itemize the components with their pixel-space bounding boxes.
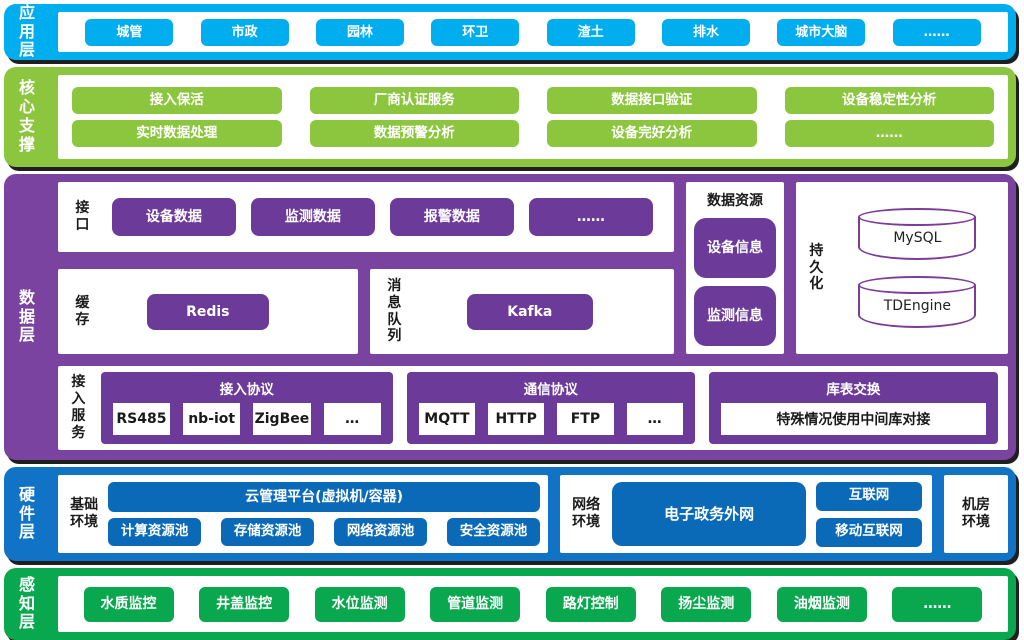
message-queue-label: 消息队列 <box>387 277 402 345</box>
network-pool-box: 网络资源池 <box>334 518 428 546</box>
hardware-layer-label: 硬件层 <box>18 484 35 542</box>
core-support-layer-label: 核心支撑 <box>18 78 35 154</box>
network-env-panel: 网络环境 电子政务外网 互联网 移动互联网 <box>560 475 932 553</box>
mysql-label: MySQL <box>893 230 942 246</box>
access-protocol-title: 接入协议 <box>219 382 274 398</box>
perception-layer-label: 感知层 <box>18 574 35 632</box>
core-item-vendor-auth: 厂商认证服务 <box>309 87 519 114</box>
persistence-panel: 持久化 MySQL TDEngine <box>796 182 1008 354</box>
core-item-keepalive: 接入保活 <box>72 87 282 114</box>
core-row-1: 接入保活 厂商认证服务 数据接口验证 设备稳定性分析 <box>72 87 994 114</box>
redis-box: Redis <box>146 293 269 330</box>
protocol-nbiot: nb-iot <box>183 403 241 435</box>
storage-pool-box: 存储资源池 <box>221 518 315 546</box>
table-exchange-title: 库表交换 <box>826 382 881 398</box>
application-layer-band: 应用层 城管 市政 园林 环卫 渣土 排水 城市大脑 …… <box>4 2 1016 60</box>
perception-item-manhole: 井盖监控 <box>199 586 290 622</box>
tdengine-label: TDEngine <box>883 298 952 314</box>
app-item-paishui: 排水 <box>661 18 750 46</box>
core-support-panel: 接入保活 厂商认证服务 数据接口验证 设备稳定性分析 实时数据处理 数据预警分析… <box>58 75 1008 159</box>
core-item-warning-analysis: 数据预警分析 <box>309 120 519 147</box>
perception-item-water-quality: 水质监控 <box>83 586 174 622</box>
perception-item-streetlight: 路灯控制 <box>545 586 636 622</box>
app-item-huanwei: 环卫 <box>431 18 520 46</box>
app-item-chengguan: 城管 <box>85 18 174 46</box>
core-row-2: 实时数据处理 数据预警分析 设备完好分析 …… <box>72 120 994 147</box>
data-resource-title: 数据资源 <box>707 193 763 209</box>
app-item-more: …… <box>892 18 981 46</box>
protocol-http: HTTP <box>488 403 545 435</box>
tdengine-database-cylinder-icon: TDEngine <box>858 276 977 328</box>
interface-label: 接口 <box>75 200 90 233</box>
interface-item-monitor-data: 监测数据 <box>250 198 375 236</box>
access-service-label: 接入服务 <box>71 374 86 441</box>
core-item-health-analysis: 设备完好分析 <box>547 120 757 147</box>
hardware-layer-band: 硬件层 基础环境 云管理平台(虚拟机/容器) 计算资源池 存储资源池 网络资源池… <box>4 467 1016 561</box>
internet-box: 互联网 <box>816 481 922 511</box>
protocol-ftp: FTP <box>557 403 614 435</box>
core-item-api-verify: 数据接口验证 <box>547 87 757 114</box>
core-item-realtime-processing: 实时数据处理 <box>72 120 282 147</box>
perception-layer-band: 感知层 水质监控 井盖监控 水位监测 管道监测 路灯控制 扬尘监测 油烟监测 …… <box>4 568 1016 640</box>
cache-label: 缓存 <box>75 294 90 328</box>
kafka-box: Kafka <box>466 293 593 330</box>
base-env-panel: 基础环境 云管理平台(虚拟机/容器) 计算资源池 存储资源池 网络资源池 安全资… <box>58 475 548 553</box>
comm-protocol-group: 通信协议 MQTT HTTP FTP … <box>406 372 695 444</box>
protocol-mqtt: MQTT <box>418 403 476 435</box>
interface-item-more: …… <box>528 198 653 236</box>
protocol-zigbee: ZigBee <box>253 403 311 435</box>
data-layer-band: 数据层 接口 设备数据 监测数据 报警数据 …… <box>4 174 1016 460</box>
perception-item-dust: 扬尘监测 <box>661 586 752 622</box>
gov-extranet-box: 电子政务外网 <box>612 482 806 546</box>
core-support-layer-band: 核心支撑 接入保活 厂商认证服务 数据接口验证 设备稳定性分析 实时数据处理 数… <box>4 67 1016 167</box>
core-item-stability-analysis: 设备稳定性分析 <box>784 87 994 114</box>
app-item-city-brain: 城市大脑 <box>777 18 866 46</box>
message-queue-panel: 消息队列 Kafka <box>370 269 674 354</box>
core-item-more: …… <box>784 120 994 147</box>
compute-pool-box: 计算资源池 <box>108 518 202 546</box>
base-env-label: 基础环境 <box>70 497 99 530</box>
access-service-panel: 接入服务 接入协议 RS485 nb-iot ZigBee … 通信协议 MQT… <box>58 366 1008 450</box>
protocol-more: … <box>323 403 381 435</box>
app-item-shizheng: 市政 <box>200 18 289 46</box>
room-env-panel: 机房环境 <box>944 475 1008 553</box>
network-env-label: 网络环境 <box>572 497 601 530</box>
persistence-label: 持久化 <box>809 242 824 293</box>
table-exchange-group: 库表交换 特殊情况使用中间库对接 <box>708 372 998 444</box>
perception-item-pipeline: 管道监测 <box>430 586 521 622</box>
table-exchange-note: 特殊情况使用中间库对接 <box>720 403 986 435</box>
interface-item-device-data: 设备数据 <box>111 198 236 236</box>
perception-item-water-level: 水位监测 <box>314 586 405 622</box>
comm-protocol-title: 通信协议 <box>523 382 578 398</box>
data-layer-label: 数据层 <box>18 287 35 345</box>
interface-panel: 接口 设备数据 监测数据 报警数据 …… <box>58 182 674 252</box>
perception-item-more: …… <box>892 586 983 622</box>
protocol-rs485: RS485 <box>112 403 171 435</box>
cache-panel: 缓存 Redis <box>58 269 358 354</box>
device-info-box: 设备信息 <box>694 218 776 278</box>
monitor-info-box: 监测信息 <box>694 286 776 346</box>
mysql-database-cylinder-icon: MySQL <box>858 208 977 260</box>
room-env-label: 机房环境 <box>962 497 990 530</box>
app-item-yuanlin: 园林 <box>315 18 404 46</box>
application-panel: 城管 市政 园林 环卫 渣土 排水 城市大脑 …… <box>58 12 1008 52</box>
protocol-more-2: … <box>626 403 683 435</box>
app-item-zhatu: 渣土 <box>546 18 635 46</box>
application-layer-label: 应用层 <box>18 2 35 60</box>
data-resource-panel: 数据资源 设备信息 监测信息 <box>686 182 784 354</box>
mobile-internet-box: 移动互联网 <box>816 517 922 547</box>
security-pool-box: 安全资源池 <box>447 518 540 546</box>
access-protocol-group: 接入协议 RS485 nb-iot ZigBee … <box>100 372 393 444</box>
interface-item-alarm-data: 报警数据 <box>389 198 514 236</box>
perception-item-fume: 油烟监测 <box>776 586 867 622</box>
perception-panel: 水质监控 井盖监控 水位监测 管道监测 路灯控制 扬尘监测 油烟监测 …… <box>58 576 1008 632</box>
cloud-platform-box: 云管理平台(虚拟机/容器) <box>108 482 540 512</box>
